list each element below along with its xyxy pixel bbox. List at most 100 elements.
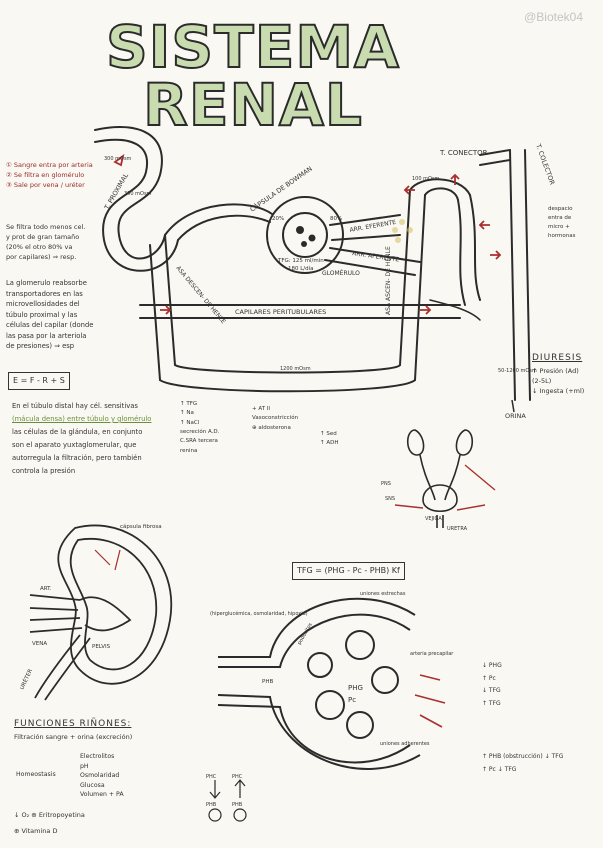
tfg-formula: TFG = (PHG - Pc - PHB) Kf <box>292 562 405 581</box>
glom-label: Pc <box>348 696 356 704</box>
macula-line: (mácula densa) entre túbulo y glomérulo <box>12 414 152 423</box>
flow-item: renina <box>180 447 198 454</box>
label-tfg: TFG: 125 ml/min <box>277 258 324 264</box>
intro-note-line: Se filtra todo menos cel. <box>6 223 86 231</box>
funciones-heading: FUNCIONES RIÑONES: <box>14 719 132 729</box>
kidney-pelvis: PELVIS <box>92 644 111 650</box>
colector-note-line: despacio <box>548 206 573 212</box>
flow-item: ↑ NaCl <box>180 419 200 426</box>
flow-item: + AT II <box>252 406 271 412</box>
macula-line: las células de la glándula, en conjunto <box>12 427 143 436</box>
label-mosm1200: 1200 mOsm <box>280 366 311 372</box>
tfg-rhs-line: ↓ PHG <box>482 662 502 669</box>
glom-label: uniones estrechas <box>360 591 406 597</box>
label-asa-asc: ASA ASCEN- DE HENLE <box>385 246 392 315</box>
tfg-rhs-line: ↑ TFG <box>482 699 501 707</box>
macula-line: controla la presión <box>12 466 76 475</box>
kidney-art: ART. <box>40 586 52 592</box>
tfg-rhs-line: ↑ PHB (obstrucción) ↓ TFG <box>482 753 564 760</box>
colector-note-line: micro + <box>548 224 570 230</box>
label-t-colector: T. COLECTOR <box>534 142 557 186</box>
tfg-rhs-line: ↓ TFG <box>482 687 501 695</box>
macula-flow: ↑ TFG ↑ Na ↑ NaCl secreción A.D. C.SRA t… <box>180 400 219 456</box>
colector-note-line: hormonas <box>548 233 576 239</box>
intro-steps: ① Sangre entra por arteria ② Se filtra e… <box>6 160 93 190</box>
glomerulo-line: La glomerulo reabsorbe <box>6 279 87 287</box>
homeostasis-item: Electrolitos <box>80 753 115 760</box>
glomerulo-line: células del capilar (donde <box>6 321 94 330</box>
tfg-rhs-extra: ↑ PHB (obstrucción) ↓ TFG ↑ Pc ↓ TFG <box>482 750 563 776</box>
glomerular-diagram: uniones estrechas podocitos (hiperglucém… <box>210 591 454 770</box>
glomerulo-line: de presiones) ⇒ esp <box>6 342 75 351</box>
flow-item: Vasoconstricción <box>252 415 299 422</box>
tfg-rhs-line: ↑ Pc ↓ TFG <box>482 766 517 774</box>
homeostasis-item: Osmolaridad <box>80 772 120 780</box>
label-asa-desc: ASA DESCEN- DE HENLE <box>174 265 226 326</box>
homeostasis-item: pH <box>80 762 89 770</box>
homeostasis: Homeostasis <box>16 770 56 780</box>
intro-step: ① Sangre entra por arteria <box>6 161 93 169</box>
watermark: @Biotek04 <box>524 10 583 24</box>
intro-note: Se filtra todo menos cel. y prot de gran… <box>6 222 85 262</box>
label-glomerulo: GLOMÉRULO <box>322 269 360 277</box>
macula-line: autorregula la filtración, pero también <box>12 453 142 462</box>
label-capilares: CAPILARES PERITUBULARES <box>235 308 326 316</box>
vitd: ⊕ Vitamina D <box>14 827 58 835</box>
homeostasis-items: Electrolitos pH Osmolaridad Glucosa Volu… <box>80 752 124 800</box>
intro-step: ② Se filtra en glomérulo <box>6 171 85 180</box>
diuresis-line: (2-5L) <box>532 377 552 385</box>
label-arr-aferente: ARR. AFERENTE <box>352 250 400 264</box>
label-t-conector: T. CONECTOR <box>439 149 488 157</box>
tfg-rhs-line: ↑ Pc <box>482 674 496 682</box>
macula-flow-2: + AT II Vasoconstricción ⊕ aldosterona <box>252 405 298 433</box>
kidney-vena: VENA <box>32 641 47 647</box>
label-pct20: 20% <box>272 216 284 222</box>
glom-label: podocitos <box>297 622 315 646</box>
epo: ↓ O₂ ⊕ Eritropoyetina <box>14 811 85 819</box>
funciones-line1: Filtración sangre + orina (excreción) <box>14 733 133 742</box>
bladder-diagram: PNS SNS VEJIGA URETRA <box>381 429 496 532</box>
flow-item: ⊕ aldosterona <box>252 424 291 431</box>
flow-item: ↑ Sed <box>320 431 337 437</box>
intro-note-line: por capilares) ⇒ resp. <box>6 253 77 262</box>
flow-item: ↑ ADH <box>320 440 339 447</box>
label-mosm50: 50-1200 mOsm <box>498 368 537 374</box>
glomerulo-line: túbulo proximal y las <box>6 310 78 319</box>
diuresis-line: ↓ Ingesta (+ml) <box>532 387 585 396</box>
label-mosm100: 100 mOsm <box>412 176 440 182</box>
glomerulo-line: microvellosidades del <box>6 300 80 309</box>
flow-item: ↑ TFG <box>180 401 198 407</box>
glom-label: PHB <box>262 679 273 685</box>
glom-label: arteria precapilar <box>410 651 454 657</box>
bladder-label: PNS <box>381 481 391 487</box>
glomerulo-line: transportadores en las <box>6 289 83 298</box>
diuresis: DIURESIS ↑ Presión (Ad) (2-5L) ↓ Ingesta… <box>532 352 584 396</box>
tfg-rhs: ↓ PHG ↑ Pc ↓ TFG ↑ TFG <box>482 660 502 710</box>
bottom-label: PHC <box>206 774 217 780</box>
macula-line: En el túbulo distal hay cél. sensitivas <box>12 402 138 410</box>
macula-line: son el aparato yuxtaglomerular, que <box>12 440 137 449</box>
homeostasis-label: Homeostasis <box>16 771 56 778</box>
glom-label: PHG <box>348 684 363 692</box>
formula-box: E = F - R + S <box>8 372 70 391</box>
homeostasis-item: Glucosa <box>80 781 105 789</box>
flow-item: secreción A.D. <box>180 429 220 436</box>
glom-label: uniones adherentes <box>380 741 430 747</box>
label-tfg2: 180 L/día <box>288 265 314 272</box>
diuresis-heading: DIURESIS <box>532 353 583 363</box>
glomerulo-note: La glomerulo reabsorbe transportadores e… <box>6 278 93 352</box>
label-pct80: 80% <box>330 216 342 222</box>
macula-text: En el túbulo distal hay cél. sensitivas … <box>12 400 151 477</box>
kidney-capsula: cápsula fibrosa <box>120 523 162 530</box>
intro-note-line: (20% el otro 80% va <box>6 243 73 252</box>
bladder-label: VEJIGA <box>425 516 442 522</box>
colector-note-line: entra de <box>548 215 572 221</box>
glomerulo-line: las pasa por la arteriola <box>6 331 87 340</box>
bottom-label: PHC <box>232 774 243 780</box>
flow-item: ↑ Na <box>180 410 194 417</box>
label-mosm300b: 300 mOsm <box>124 191 152 197</box>
bladder-label: SNS <box>385 496 395 502</box>
bottom-label: PHB <box>232 802 243 808</box>
